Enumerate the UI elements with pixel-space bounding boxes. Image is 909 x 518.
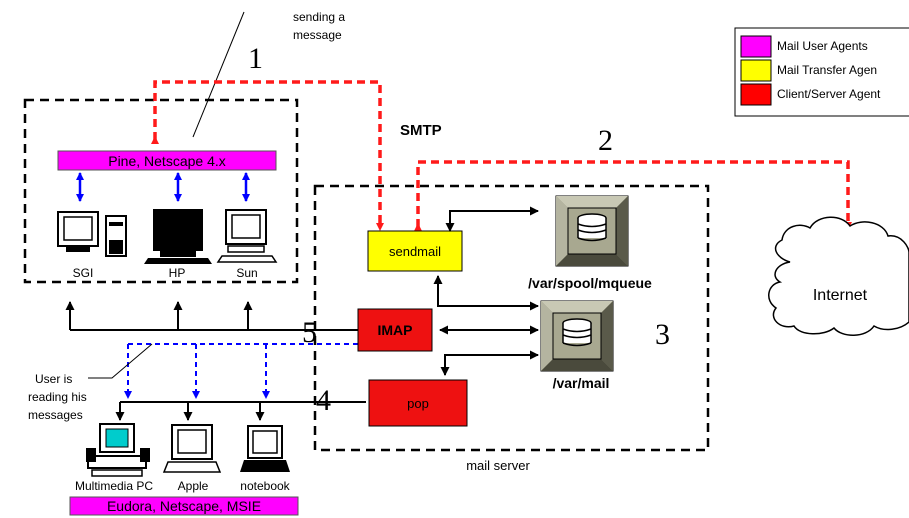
sending-pointer <box>192 11 245 138</box>
machine-label-notebook: notebook <box>240 479 290 493</box>
legend-label-mta: Mail Transfer Agen <box>777 63 877 77</box>
queue-path-label: /var/spool/mqueue <box>528 275 652 291</box>
notebook-computer-icon <box>240 425 290 472</box>
mua-bar-top-label: Pine, Netscape 4.x <box>108 153 226 169</box>
apple-computer-icon <box>162 424 222 473</box>
sendmail-to-mail <box>433 275 539 311</box>
mua-bar-bottom <box>69 496 299 516</box>
sgi-computer-icon <box>57 211 127 257</box>
path-send-2 <box>414 160 852 231</box>
internet-cloud-icon <box>768 216 909 336</box>
mail-storage-icon <box>540 300 614 372</box>
smtp-label: SMTP <box>400 122 442 139</box>
sendmail-to-queue <box>445 206 539 232</box>
queue-storage-icon <box>555 195 629 267</box>
machine-label-multimedia-pc: Multimedia PC <box>75 479 153 493</box>
legend-label-mua: Mail User Agents <box>777 39 868 53</box>
pop-box <box>368 379 468 427</box>
step-number-1: 1 <box>248 42 263 75</box>
reading-annotation-line2: reading his <box>28 390 87 404</box>
sun-computer-icon <box>216 209 278 263</box>
multimedia-pc-icon <box>86 423 150 477</box>
sending-annotation-line1: sending a <box>293 10 345 24</box>
legend-swatch-mta <box>740 59 772 82</box>
legend-swatch-mua <box>740 35 772 58</box>
mua-bar-top <box>57 150 277 171</box>
sending-annotation-line2: message <box>293 28 342 42</box>
path-send-1 <box>151 80 384 231</box>
pop-label: pop <box>407 396 429 411</box>
legend: Mail User Agents Mail Transfer Agen Clie… <box>734 27 909 117</box>
machine-label-sun: Sun <box>236 266 257 280</box>
hp-computer-icon <box>144 209 212 264</box>
mail-path-label: /var/mail <box>553 375 610 391</box>
mua-bar-bottom-label: Eudora, Netscape, MSIE <box>107 498 261 514</box>
mail-server-label: mail server <box>466 458 530 473</box>
step-number-2: 2 <box>598 124 613 157</box>
imap-label: IMAP <box>378 322 413 338</box>
machine-label-apple: Apple <box>178 479 209 493</box>
sendmail-label: sendmail <box>389 244 441 259</box>
pop-to-mail <box>440 350 539 376</box>
machine-label-sgi: SGI <box>73 266 94 280</box>
legend-swatch-csa <box>740 83 772 106</box>
machine-label-hp: HP <box>169 266 186 280</box>
legend-label-csa: Client/Server Agent <box>777 87 881 101</box>
internet-label: Internet <box>813 287 868 304</box>
sendmail-box <box>367 230 463 272</box>
reading-pointer <box>88 343 153 379</box>
step-number-5: 5 <box>302 316 317 349</box>
mail-server-box <box>313 184 710 452</box>
step-number-4: 4 <box>316 384 331 417</box>
step-number-3: 3 <box>655 318 670 351</box>
reading-annotation-line1: User is <box>35 372 72 386</box>
imap-box <box>357 308 433 352</box>
reading-annotation-line3: messages <box>28 408 83 422</box>
